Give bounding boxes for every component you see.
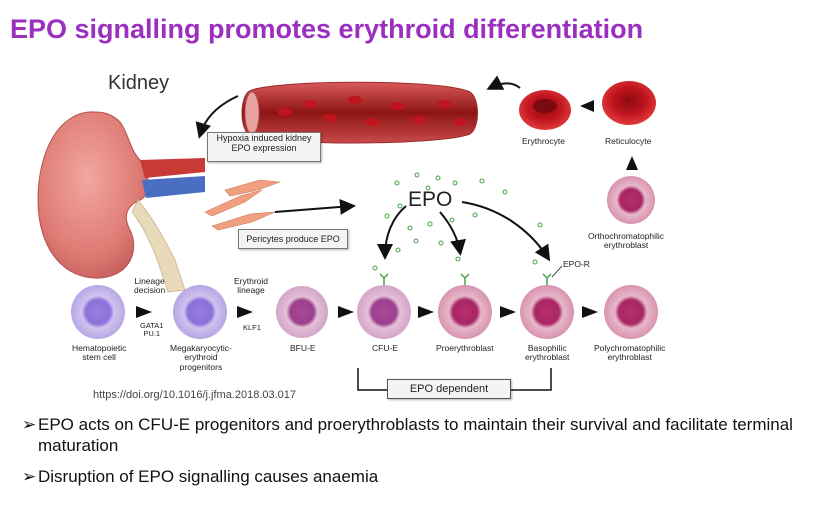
hematopoietic-line-2: stem cell xyxy=(82,352,116,363)
orthochromatophilic-line-1: Orthochromatophilic xyxy=(588,231,665,241)
kidney-illustration xyxy=(37,111,205,293)
basophilic-line-2: erythroblast xyxy=(525,352,570,363)
doi-citation: https://doi.org/10.1016/j.jfma.2018.03.0… xyxy=(93,389,297,401)
slide-title: EPO signalling promotes erythroid differ… xyxy=(10,14,644,44)
polychromatophilic-line-2: erythroblast xyxy=(607,352,652,363)
basophilic-line-1: Basophilic xyxy=(527,343,567,353)
erythroid-lineage-label: Erythroid lineage xyxy=(234,276,269,296)
bullet-list: ➢ EPO acts on CFU-E progenitors and proe… xyxy=(22,414,812,497)
gata1-label: GATA1 xyxy=(140,321,164,330)
megakaryocytic-line-1: Megakaryocytic- xyxy=(170,343,232,353)
bullet-text-1: EPO acts on CFU-E progenitors and proery… xyxy=(38,415,793,455)
erythroid-lineage-line-2: lineage xyxy=(237,285,265,296)
bullet-item: ➢ EPO acts on CFU-E progenitors and proe… xyxy=(22,414,812,456)
hypoxia-line-1: Hypoxia induced kidney xyxy=(216,133,312,143)
orthochromatophilic-line-2: erythroblast xyxy=(603,240,649,251)
erythrocyte-label: Erythrocyte xyxy=(522,136,565,146)
cells xyxy=(71,81,658,339)
klf1-label: KLF1 xyxy=(243,323,261,332)
megakaryocytic-line-2: erythroid xyxy=(184,352,218,363)
lineage-decision-line-1: Lineage xyxy=(134,276,165,286)
polychromatophilic-line-1: Polychromatophilic xyxy=(594,343,666,353)
cfu-e-label: CFU-E xyxy=(372,343,398,353)
pericytes-label: Pericytes produce EPO xyxy=(246,234,340,244)
epo-molecules xyxy=(372,172,543,271)
proerythroblast-label: Proerythroblast xyxy=(436,343,494,353)
hematopoietic-label: Hematopoietic stem cell xyxy=(72,343,127,363)
erythropoiesis-diagram xyxy=(37,75,658,391)
bullet-text-2: Disruption of EPO signalling causes anae… xyxy=(38,467,379,486)
pericytes xyxy=(204,179,281,231)
hypoxia-box: Hypoxia induced kidney EPO expression xyxy=(207,132,321,162)
megakaryocytic-label: Megakaryocytic- erythroid progenitors xyxy=(170,343,232,372)
kidney-label: Kidney xyxy=(108,72,170,94)
polychromatophilic-label: Polychromatophilic erythroblast xyxy=(594,343,666,363)
lineage-decision-line-2: decision xyxy=(134,285,166,296)
reticulocyte-label: Reticulocyte xyxy=(605,136,652,146)
pericytes-box: Pericytes produce EPO xyxy=(238,229,348,249)
erythroid-lineage-line-1: Erythroid xyxy=(234,276,269,286)
megakaryocytic-line-3: progenitors xyxy=(179,361,223,372)
bullet-arrow-icon: ➢ xyxy=(22,415,37,434)
epo-receptors xyxy=(379,265,563,285)
lineage-decision-label: Lineage decision xyxy=(134,276,166,296)
bullet-item: ➢ Disruption of EPO signalling causes an… xyxy=(22,466,812,487)
epo-label: EPO xyxy=(408,188,453,211)
orthochromatophilic-label: Orthochromatophilic erythroblast xyxy=(588,231,665,251)
hematopoietic-line-1: Hematopoietic xyxy=(72,343,127,353)
bullet-arrow-icon: ➢ xyxy=(22,467,37,486)
pu1-label: PU.1 xyxy=(143,329,161,339)
bfu-e-label: BFU-E xyxy=(290,343,316,353)
pathway-arrows xyxy=(195,75,551,262)
basophilic-label: Basophilic erythroblast xyxy=(525,343,570,363)
hypoxia-line-2: EPO expression xyxy=(231,143,297,154)
epo-receptor-label: EPO-R xyxy=(563,259,590,269)
epo-dependent-box: EPO dependent xyxy=(387,379,511,399)
lineage-factors-label: GATA1 PU.1 xyxy=(140,321,164,339)
cell-progression-arrows xyxy=(136,100,638,318)
